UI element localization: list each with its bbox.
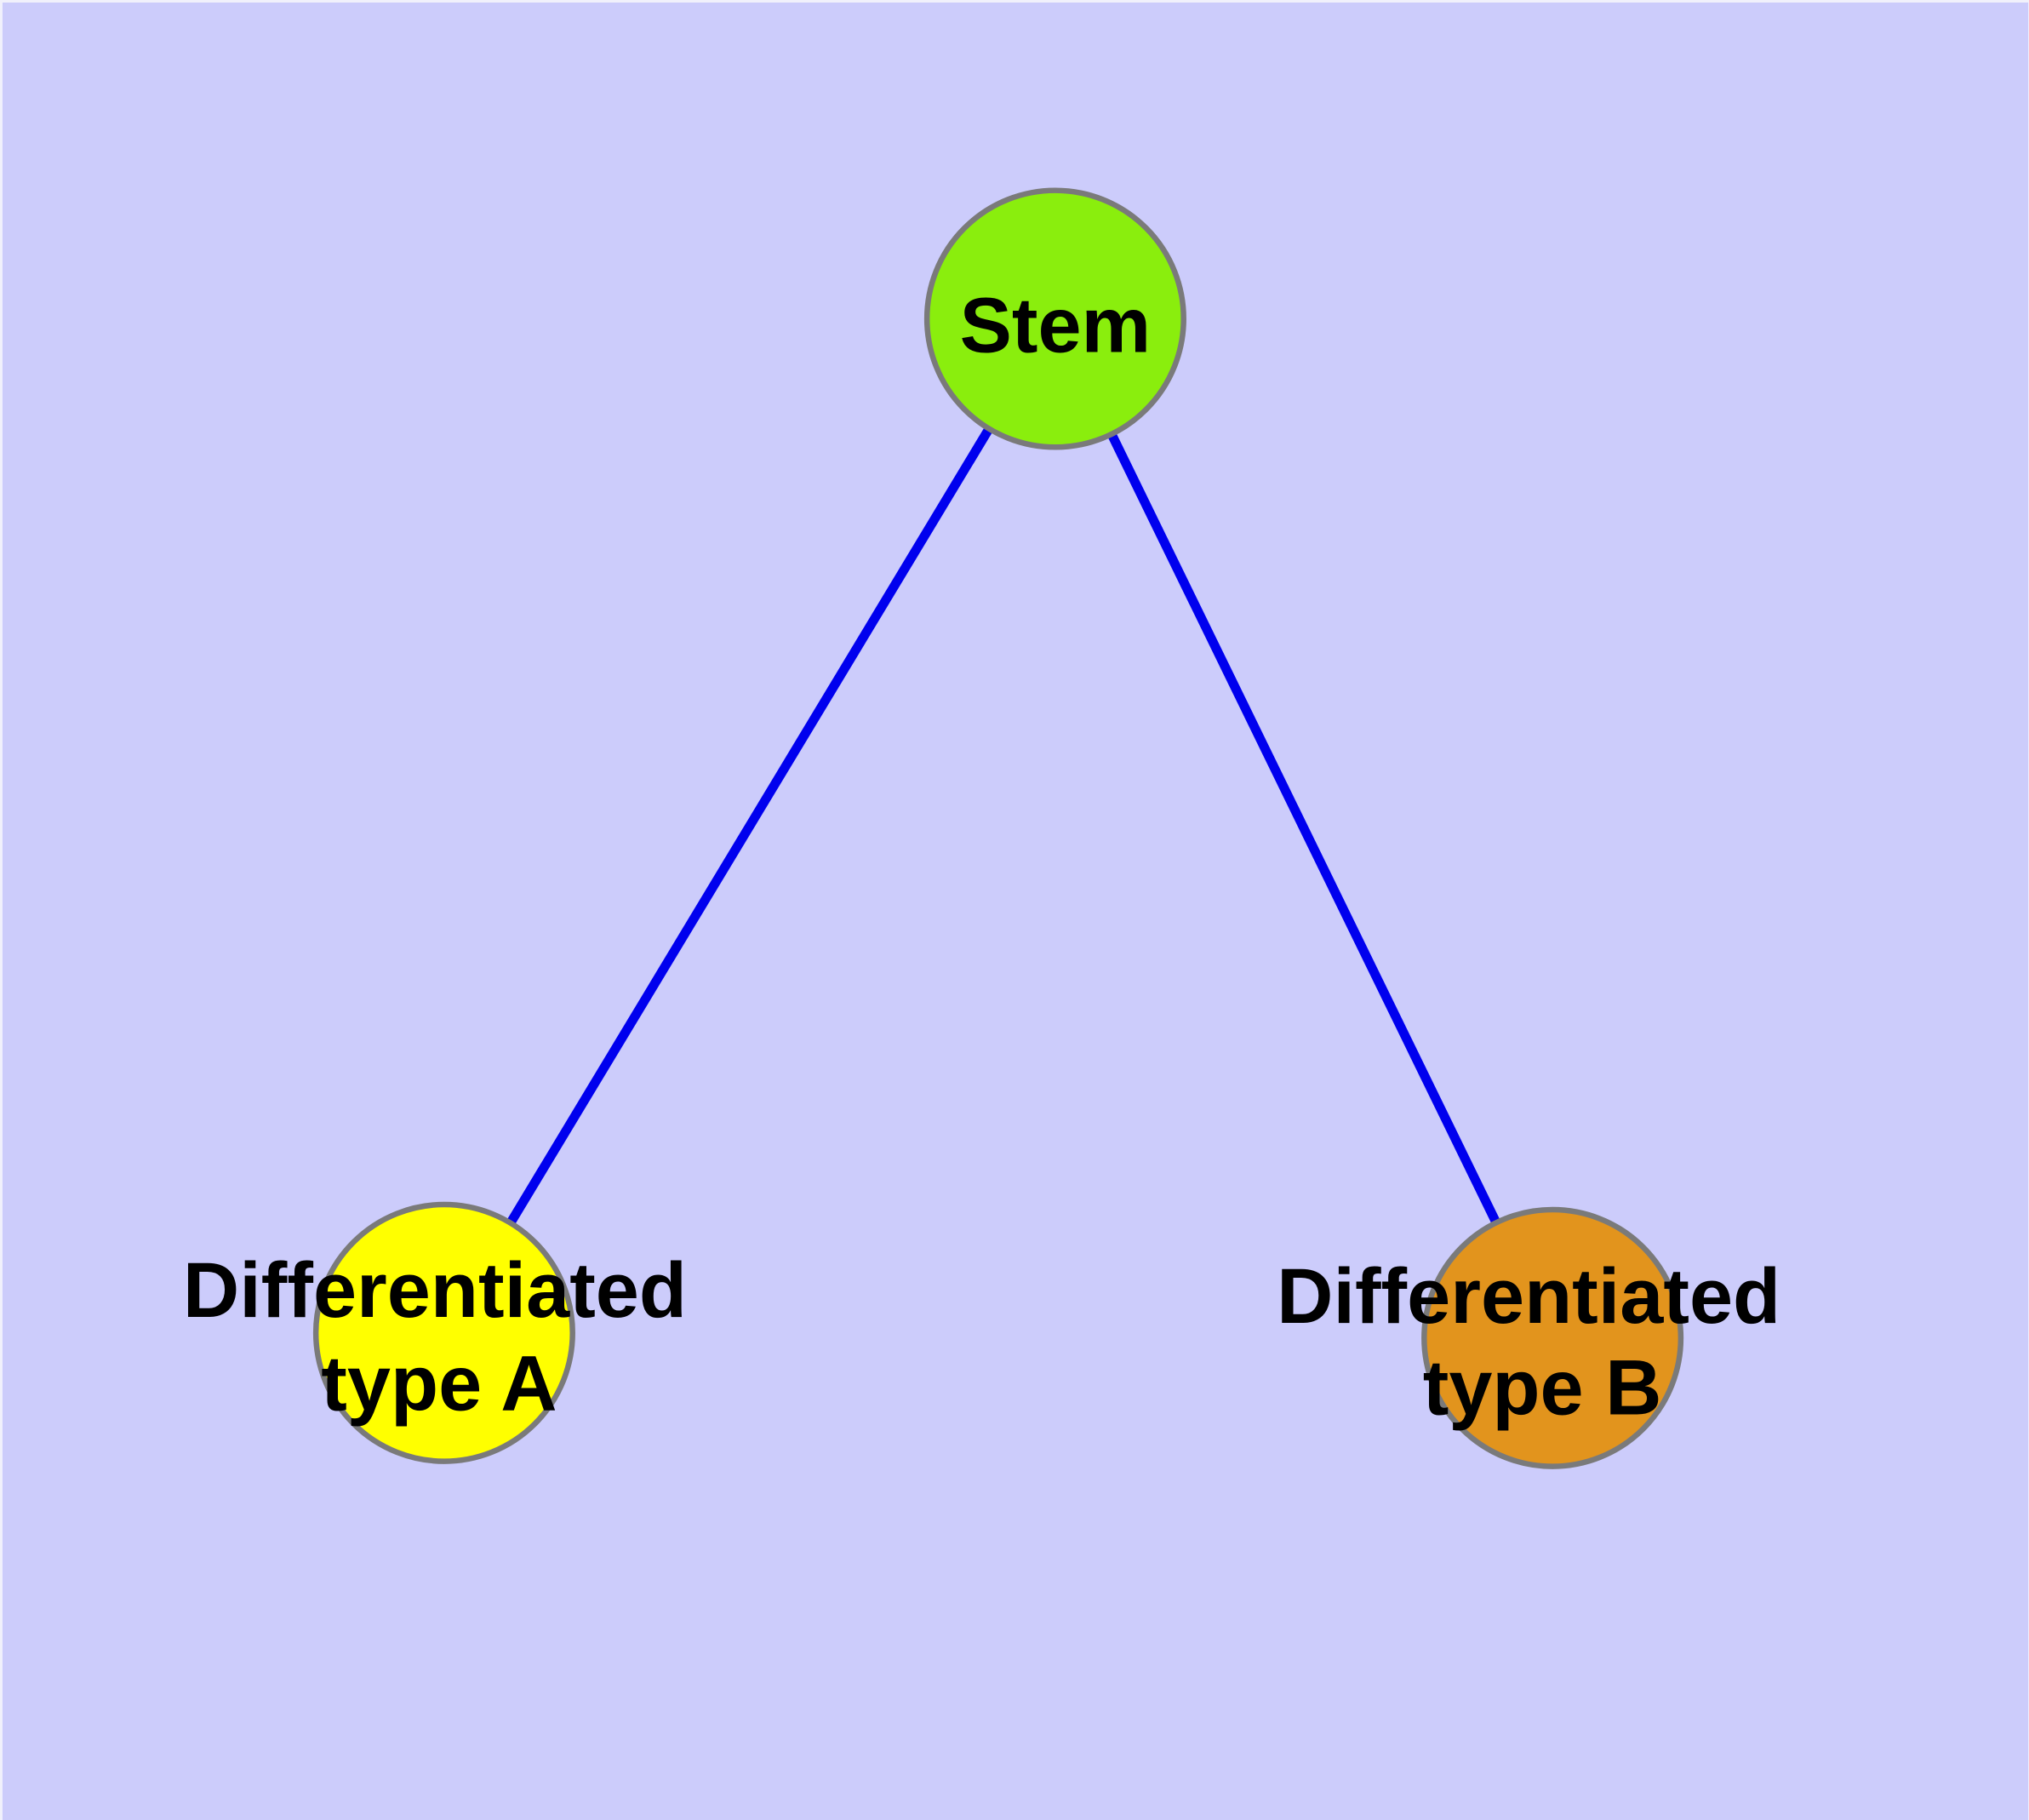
node-type-b-circle — [1424, 1210, 1681, 1467]
node-type-a-label-line2: type A — [321, 1341, 557, 1428]
node-type-a-label-line1: Differentiated — [183, 1247, 687, 1334]
node-stem-border — [923, 187, 1186, 450]
node-stem-circle — [927, 190, 1184, 448]
node-type-a-circle — [316, 1205, 573, 1462]
node-stem-label: Stem — [960, 282, 1152, 369]
edge-stem-to-type-b — [1050, 317, 1557, 1341]
node-type-b-border — [1421, 1206, 1684, 1469]
node-type-a-border — [312, 1201, 575, 1464]
diagram-canvas: Stem Differentiated type A Differentiate… — [2, 3, 2029, 1820]
node-type-b-label-line1: Differentiated — [1277, 1253, 1780, 1340]
node-type-b-label-line2: type B — [1423, 1345, 1662, 1432]
edge-stem-to-type-a — [440, 316, 1060, 1336]
